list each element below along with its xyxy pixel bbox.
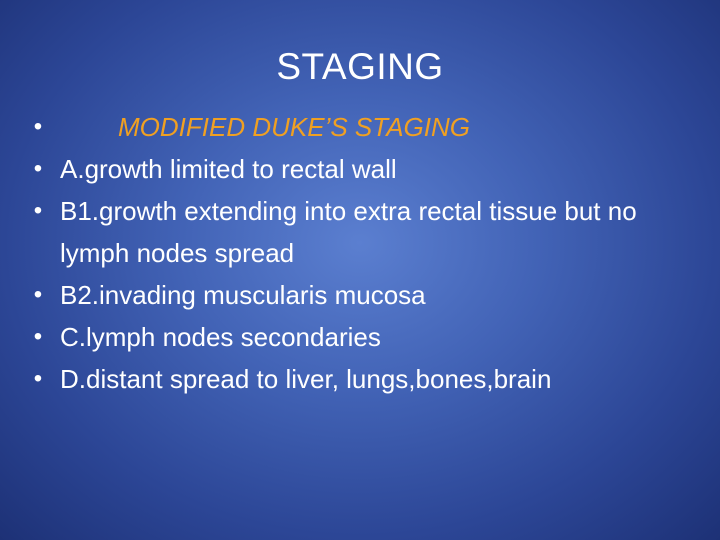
bullet-text: D.distant spread to liver, lungs,bones,b… [60,364,552,394]
bullet-text: B2.invading muscularis mucosa [60,280,426,310]
bullet-icon: • [33,365,43,392]
bullet-icon: • [33,281,43,308]
slide-title: STAGING [276,46,444,87]
bullet-item-b2: • B2.invading muscularis mucosa [28,274,692,316]
bullet-item-b1: • B1.growth extending into extra rectal … [28,190,692,274]
bullet-icon: • [33,155,43,182]
bullet-item-a: • A.growth limited to rectal wall [28,148,692,190]
bullet-text: A.growth limited to rectal wall [60,154,397,184]
bullet-text: B1.growth extending into extra rectal ti… [60,196,637,268]
bullet-icon: • [33,197,43,224]
bullet-item-c: • C.lymph nodes secondaries [28,316,692,358]
bullet-icon: • [33,323,43,350]
bullet-icon: • [33,113,43,140]
bullet-text: C.lymph nodes secondaries [60,322,381,352]
bullet-item-d: • D.distant spread to liver, lungs,bones… [28,358,692,400]
bullet-text: MODIFIED DUKE’S STAGING [118,112,470,142]
bullet-item-heading: • MODIFIED DUKE’S STAGING [28,106,692,148]
bullet-list: • MODIFIED DUKE’S STAGING • A.growth lim… [28,106,692,400]
